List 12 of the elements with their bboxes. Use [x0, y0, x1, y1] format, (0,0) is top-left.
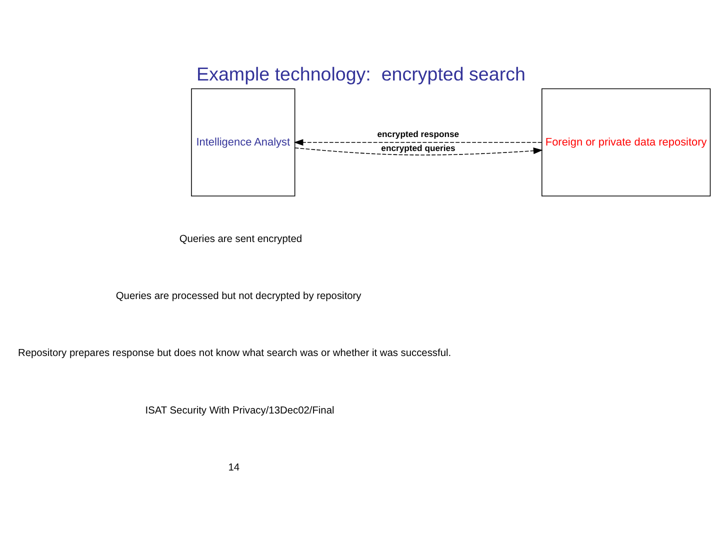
label: Queries are processed but not decrypted by repository	[116, 290, 362, 302]
label: Repository prepares response but does not know what search was or whether it was successful.	[18, 348, 452, 359]
node-box: Foreign or private data repository	[542, 88, 711, 196]
label: 14	[228, 462, 240, 473]
diagram-title: Example technology: encrypted search	[196, 62, 526, 84]
label: ISAT Security With Privacy/13Dec02/Final	[145, 404, 334, 416]
node-box: Intelligence Analyst	[191, 88, 296, 196]
edge-label: encrypted queries	[381, 142, 456, 152]
label: Queries are sent encrypted	[179, 233, 302, 244]
arrow	[294, 138, 542, 146]
arrow	[294, 146, 543, 155]
edge-label: encrypted response	[377, 128, 460, 138]
